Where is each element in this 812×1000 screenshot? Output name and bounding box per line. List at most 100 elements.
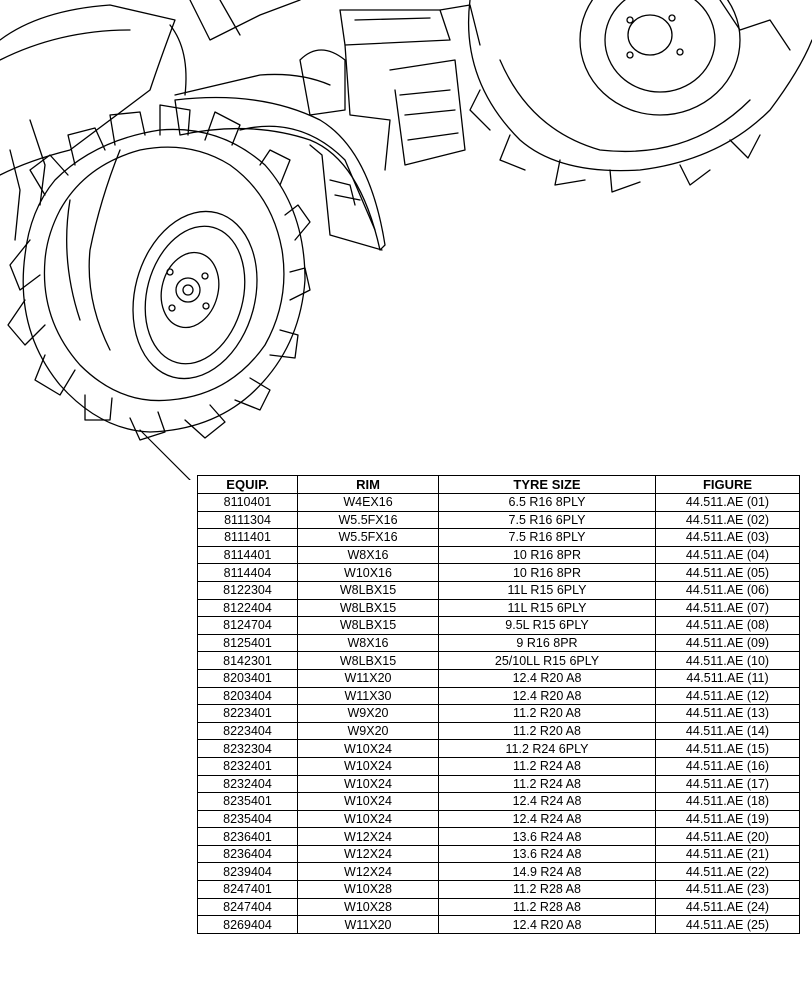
- rim-cell: W12X24: [297, 862, 439, 882]
- equip-cell: 8114401: [197, 545, 298, 565]
- rim-cell: W12X24: [297, 844, 439, 864]
- rear-wheel: [467, 0, 812, 193]
- equip-cell: 8122404: [197, 598, 298, 618]
- figure-cell: 44.511.AE (11): [655, 668, 800, 688]
- tyre-size-cell: 25/10LL R15 6PLY: [438, 651, 656, 670]
- tyre-size-cell: 11.2 R28 A8: [438, 897, 656, 917]
- rim-cell: W10X28: [297, 897, 439, 917]
- figure-cell: 44.511.AE (10): [655, 651, 800, 670]
- header-rim: RIM: [297, 475, 439, 494]
- equip-cell: 8269404: [197, 915, 298, 934]
- tyre-size-cell: 13.6 R24 A8: [438, 827, 656, 846]
- figure-cell: 44.511.AE (21): [655, 844, 800, 864]
- equip-cell: 8124704: [197, 616, 298, 635]
- equip-cell: 8232401: [197, 756, 298, 776]
- tyre-size-cell: 12.4 R20 A8: [438, 915, 656, 934]
- equip-cell: 8232304: [197, 739, 298, 758]
- tyre-size-cell: 12.4 R24 A8: [438, 809, 656, 829]
- figure-cell: 44.511.AE (22): [655, 862, 800, 882]
- tyre-size-cell: 11.2 R24 6PLY: [438, 739, 656, 758]
- rim-cell: W5.5FX16: [297, 510, 439, 530]
- tyre-size-cell: 11.2 R20 A8: [438, 704, 656, 723]
- header-figure: FIGURE: [655, 475, 800, 494]
- figure-cell: 44.511.AE (16): [655, 756, 800, 776]
- rim-cell: W8X16: [297, 633, 439, 653]
- equip-cell: 8203401: [197, 668, 298, 688]
- equip-cell: 8235404: [197, 809, 298, 829]
- tyre-size-cell: 7.5 R16 6PLY: [438, 510, 656, 530]
- rim-cell: W9X20: [297, 704, 439, 723]
- figure-cell: 44.511.AE (09): [655, 633, 800, 653]
- rim-cell: W11X20: [297, 915, 439, 934]
- equip-cell: 8114404: [197, 563, 298, 582]
- equip-cell: 8203404: [197, 686, 298, 706]
- rim-cell: W10X24: [297, 792, 439, 811]
- figure-cell: 44.511.AE (19): [655, 809, 800, 829]
- figure-cell: 44.511.AE (04): [655, 545, 800, 565]
- tyre-size-cell: 14.9 R24 A8: [438, 862, 656, 882]
- equip-cell: 8111401: [197, 528, 298, 547]
- figure-cell: 44.511.AE (14): [655, 721, 800, 741]
- tyre-size-cell: 12.4 R24 A8: [438, 792, 656, 811]
- figure-cell: 44.511.AE (05): [655, 563, 800, 582]
- rim-cell: W10X28: [297, 880, 439, 899]
- rim-cell: W11X30: [297, 686, 439, 706]
- rim-cell: W8X16: [297, 545, 439, 565]
- figure-cell: 44.511.AE (03): [655, 528, 800, 547]
- equip-cell: 8247401: [197, 880, 298, 899]
- tyre-size-cell: 9.5L R15 6PLY: [438, 616, 656, 635]
- tyre-size-cell: 6.5 R16 8PLY: [438, 493, 656, 512]
- figure-cell: 44.511.AE (23): [655, 880, 800, 899]
- figure-cell: 44.511.AE (08): [655, 616, 800, 635]
- equip-cell: 8111304: [197, 510, 298, 530]
- tyre-size-cell: 9 R16 8PR: [438, 633, 656, 653]
- tyre-size-cell: 11.2 R24 A8: [438, 756, 656, 776]
- rim-cell: W10X24: [297, 756, 439, 776]
- rim-cell: W10X24: [297, 739, 439, 758]
- figure-cell: 44.511.AE (24): [655, 897, 800, 917]
- figure-cell: 44.511.AE (13): [655, 704, 800, 723]
- tyre-size-cell: 11L R15 6PLY: [438, 580, 656, 600]
- equip-cell: 8247404: [197, 897, 298, 917]
- rim-cell: W8LBX15: [297, 580, 439, 600]
- tyre-size-cell: 10 R16 8PR: [438, 563, 656, 582]
- tyre-size-cell: 12.4 R20 A8: [438, 686, 656, 706]
- rim-cell: W9X20: [297, 721, 439, 741]
- figure-cell: 44.511.AE (20): [655, 827, 800, 846]
- rim-cell: W8LBX15: [297, 651, 439, 670]
- front-wheel: [7, 104, 311, 441]
- equip-cell: 8235401: [197, 792, 298, 811]
- tyre-size-cell: 11.2 R24 A8: [438, 774, 656, 794]
- rim-cell: W8LBX15: [297, 598, 439, 618]
- rim-cell: W11X20: [297, 668, 439, 688]
- header-tyre-size: TYRE SIZE: [438, 475, 656, 494]
- figure-cell: 44.511.AE (07): [655, 598, 800, 618]
- tyre-size-cell: 7.5 R16 8PLY: [438, 528, 656, 547]
- figure-cell: 44.511.AE (25): [655, 915, 800, 934]
- figure-cell: 44.511.AE (17): [655, 774, 800, 794]
- equip-cell: 8223404: [197, 721, 298, 741]
- rim-cell: W8LBX15: [297, 616, 439, 635]
- tyre-size-cell: 11L R15 6PLY: [438, 598, 656, 618]
- tractor-wheel-illustration: [0, 0, 812, 480]
